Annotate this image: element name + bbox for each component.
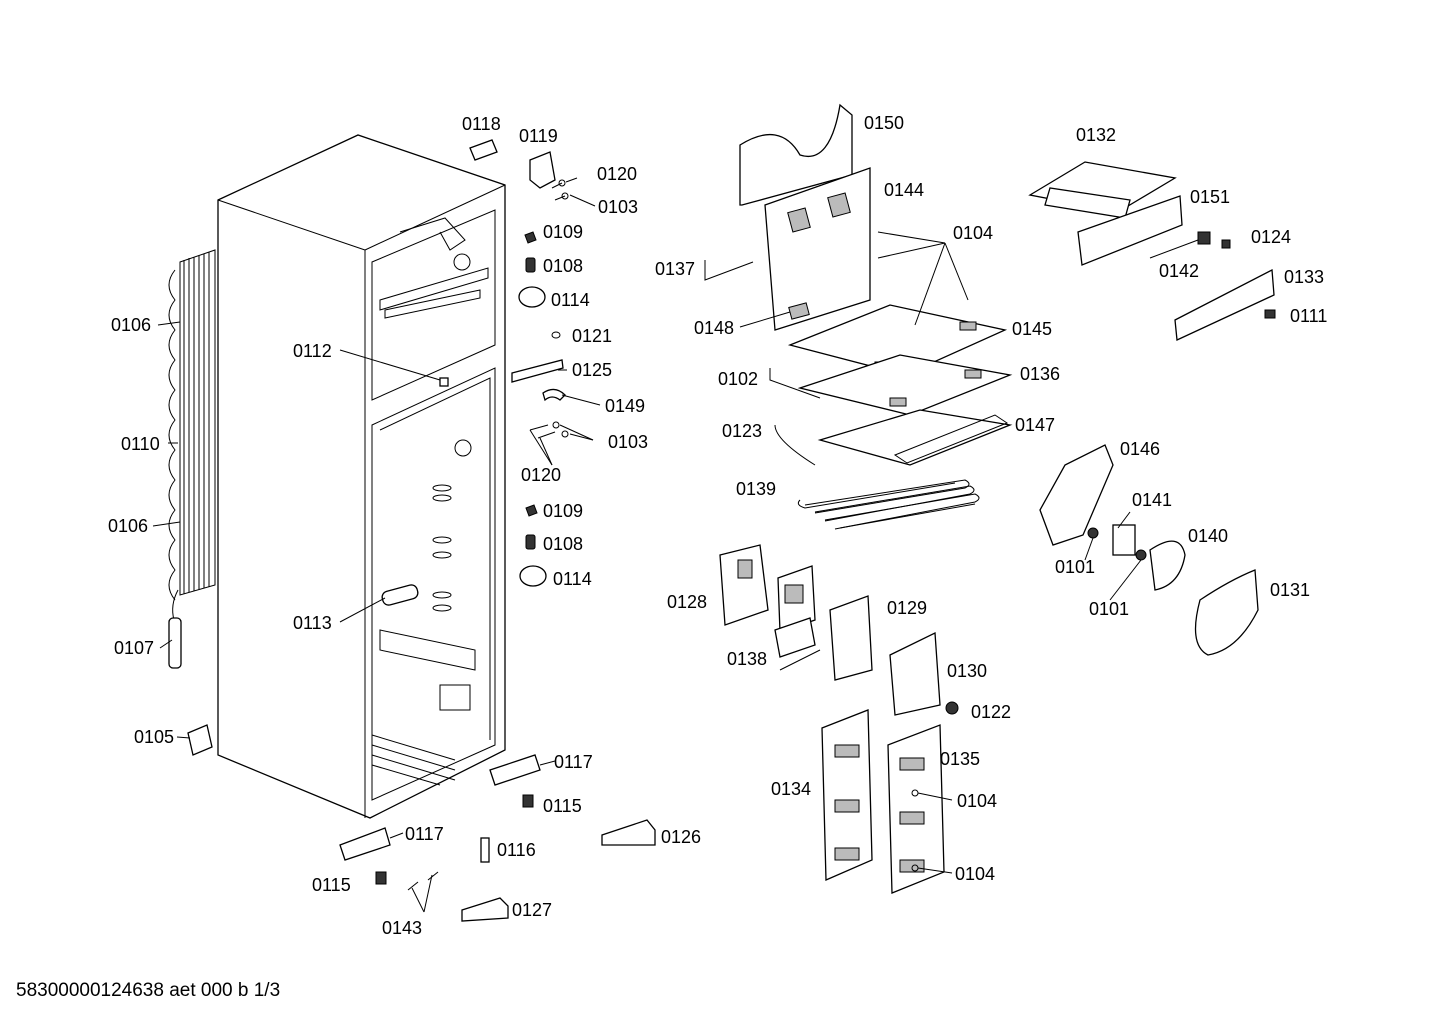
label-0109-bottom: 0109 <box>543 501 583 521</box>
part-0126-drawing <box>601 819 656 846</box>
part-0127-drawing <box>461 897 509 922</box>
label-0116: 0116 <box>497 840 536 860</box>
leader-lines <box>152 177 1199 913</box>
label-0104-mid: 0104 <box>957 791 997 811</box>
label-0105: 0105 <box>134 727 174 747</box>
part-0108-drawing-top <box>525 257 536 273</box>
label-0113: 0113 <box>293 613 332 633</box>
label-0137: 0137 <box>655 259 695 279</box>
label-0120-mid: 0120 <box>521 465 561 485</box>
label-0120-top: 0120 <box>597 164 637 184</box>
part-0112-drawing <box>439 377 449 387</box>
label-0151: 0151 <box>1190 187 1230 207</box>
label-0101-right: 0101 <box>1089 599 1129 619</box>
label-0134: 0134 <box>771 779 811 799</box>
label-0104-bottom: 0104 <box>955 864 995 884</box>
label-0126: 0126 <box>661 827 701 847</box>
label-0103-mid: 0103 <box>608 432 648 452</box>
label-0118: 0118 <box>462 114 501 134</box>
label-0117-right: 0117 <box>554 752 593 772</box>
label-0101-left: 0101 <box>1055 557 1095 577</box>
label-0133: 0133 <box>1284 267 1324 287</box>
label-0138: 0138 <box>727 649 767 669</box>
part-0115-drawing-left <box>375 871 387 885</box>
part-0117-drawing-left <box>339 827 391 861</box>
part-0115-drawing-right <box>522 794 534 808</box>
evaporator-assembly-drawing <box>704 103 1013 530</box>
label-0108-top: 0108 <box>543 256 583 276</box>
label-0122: 0122 <box>971 702 1011 722</box>
label-0117-left: 0117 <box>405 824 444 844</box>
label-0136: 0136 <box>1020 364 1060 384</box>
part-0125-drawing <box>511 359 564 383</box>
label-0150: 0150 <box>864 113 904 133</box>
part-0114-drawing-top <box>518 286 546 308</box>
label-0147: 0147 <box>1015 415 1055 435</box>
control-fan-drawing <box>1028 161 1276 656</box>
label-0124: 0124 <box>1251 227 1291 247</box>
cabinet-drawing <box>217 134 506 819</box>
label-0109-top: 0109 <box>543 222 583 242</box>
label-0119: 0119 <box>519 126 558 146</box>
label-0110: 0110 <box>121 434 160 454</box>
label-0149: 0149 <box>605 396 645 416</box>
label-0115-right: 0115 <box>543 796 582 816</box>
label-0111: 0111 <box>1290 306 1327 326</box>
label-0121: 0121 <box>572 326 612 346</box>
part-0149-drawing <box>542 388 566 402</box>
label-0104-top: 0104 <box>953 223 993 243</box>
duct-parts-drawing <box>719 544 959 894</box>
part-0108-drawing-bottom <box>525 534 536 550</box>
label-0132: 0132 <box>1076 125 1116 145</box>
label-0145: 0145 <box>1012 319 1052 339</box>
part-0105-drawing <box>187 724 213 756</box>
label-0144: 0144 <box>884 180 924 200</box>
part-0109-drawing-top <box>524 231 537 244</box>
part-0117-drawing-right <box>489 754 541 786</box>
label-0125: 0125 <box>572 360 612 380</box>
label-0112: 0112 <box>293 341 332 361</box>
label-0123: 0123 <box>722 421 762 441</box>
part-0118-drawing <box>469 139 498 161</box>
part-0114-drawing-bottom <box>519 565 547 587</box>
label-0135: 0135 <box>940 749 980 769</box>
label-0139: 0139 <box>736 479 776 499</box>
label-0131: 0131 <box>1270 580 1310 600</box>
label-0103-top: 0103 <box>598 197 638 217</box>
condenser-drawing <box>168 249 216 669</box>
label-0130: 0130 <box>947 661 987 681</box>
label-0143: 0143 <box>382 918 422 938</box>
part-0116-drawing <box>480 837 490 863</box>
label-0146: 0146 <box>1120 439 1160 459</box>
label-0115-left: 0115 <box>312 875 351 895</box>
label-0108-bottom: 0108 <box>543 534 583 554</box>
label-0106-bottom: 0106 <box>108 516 148 536</box>
label-0129: 0129 <box>887 598 927 618</box>
label-0127: 0127 <box>512 900 552 920</box>
label-0114-top: 0114 <box>551 290 590 310</box>
label-0128: 0128 <box>667 592 707 612</box>
label-0106-top: 0106 <box>111 315 151 335</box>
document-id-footer: 58300000124638 aet 000 b 1/3 <box>16 980 281 1001</box>
label-0141: 0141 <box>1132 490 1172 510</box>
label-0142: 0142 <box>1159 261 1199 281</box>
label-0107: 0107 <box>114 638 154 658</box>
part-0119-drawing <box>529 151 556 189</box>
part-labels: 0118 0119 0120 0103 0109 0108 0114 0121 … <box>108 113 1327 938</box>
label-0102: 0102 <box>718 369 758 389</box>
part-0109-drawing-bottom <box>525 504 538 517</box>
label-0114-bottom: 0114 <box>553 569 592 589</box>
label-0148: 0148 <box>694 318 734 338</box>
label-0140: 0140 <box>1188 526 1228 546</box>
